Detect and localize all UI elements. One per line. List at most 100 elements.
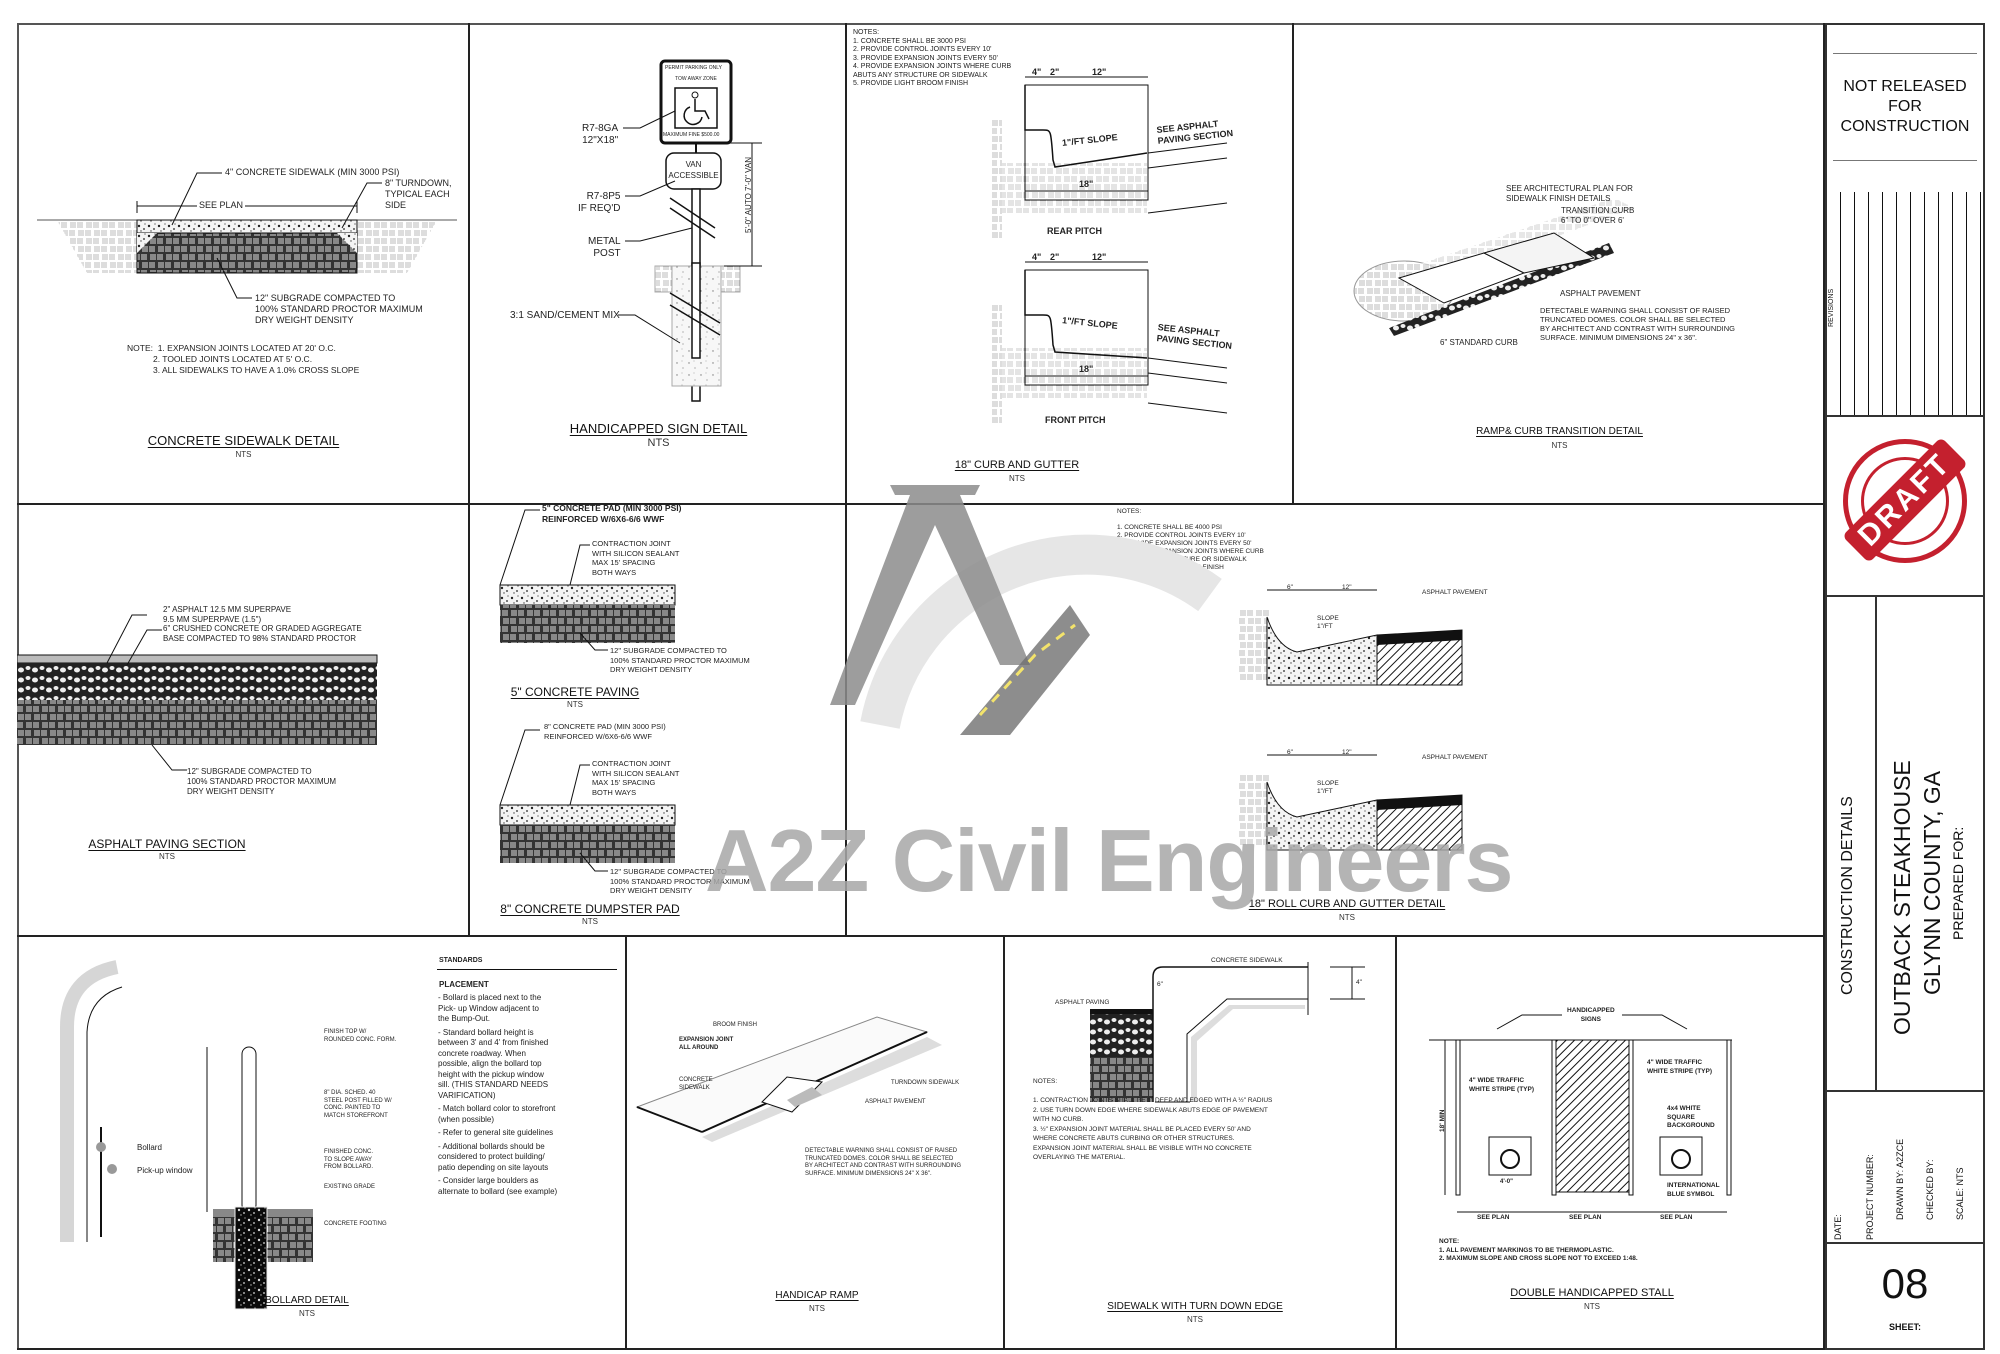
asphalt-section-drawing xyxy=(17,614,378,771)
label-asphalt-pavement: ASPHALT PAVEMENT xyxy=(865,1099,926,1105)
label-see-plan: SEE PLAN xyxy=(1569,1214,1602,1221)
label-subgrade: 12" SUBGRADE COMPACTED TO 100% STANDARD … xyxy=(255,293,423,325)
dim-4in: 4" xyxy=(1356,979,1362,986)
panel-title: HANDICAPPED SIGN DETAIL xyxy=(569,421,748,436)
label-5in-pad: 5" CONCRETE PAD (MIN 3000 PSI) REINFORCE… xyxy=(542,505,682,524)
label-broom-finish: BROOM FINISH xyxy=(713,1022,758,1028)
standard-item: - Additional bollards should be consider… xyxy=(438,1141,549,1172)
panel-concrete-sidewalk-detail: 4" CONCRETE SIDEWALK (MIN 3000 PSI) 8" T… xyxy=(17,23,470,505)
label-concrete-sidewalk: CONCRETE SIDEWALK xyxy=(1211,957,1283,964)
dim-12in: 12" xyxy=(1092,252,1107,262)
roll-curb-drawing xyxy=(1239,589,1463,851)
curb-gutter-drawing xyxy=(992,76,1228,425)
label-contraction-joint: CONTRACTION JOINT WITH SILICON SEALANT M… xyxy=(592,759,680,797)
ramp-transition-drawing xyxy=(1353,198,1634,336)
label-bollard-location: Bollard xyxy=(137,1143,162,1152)
label-plaque-r7-8p5: R7-8P5 IF REQ'D xyxy=(578,191,621,214)
panel-scale: NTS xyxy=(1009,474,1025,483)
label-steel-post: 8" DIA. SCHED. 40 STEEL POST FILLED W/ C… xyxy=(324,1090,392,1119)
panel-scale: NTS xyxy=(582,917,598,926)
standard-item: - Refer to general site guidelines xyxy=(438,1128,554,1137)
label-metal-post: METAL POST xyxy=(588,236,621,259)
panel-scale: NTS xyxy=(235,450,252,459)
dim-12in: 12" xyxy=(1342,584,1352,591)
sign-text-bottom: MAXIMUM FINE $500.00 xyxy=(663,132,720,138)
label-base-layer: 6" CRUSHED CONCRETE OR GRADED AGGREGATE … xyxy=(163,624,362,643)
project-number-field: PROJECT NUMBER: xyxy=(1865,1154,1875,1240)
label-front-pitch: FRONT PITCH xyxy=(1045,415,1106,425)
standard-item: - Match bollard color to storefront (whe… xyxy=(438,1104,556,1124)
label-handicapped-signs: HANDICAPPED SIGNS xyxy=(1567,1007,1615,1023)
label-turndown: 8" TURNDOWN, TYPICAL EACH SIDE xyxy=(385,178,452,210)
panel-scale: NTS xyxy=(159,852,175,861)
turndown-edge-drawing xyxy=(1090,962,1365,1103)
dim-6in: 6" xyxy=(1157,981,1163,988)
prepared-for-label: PREPARED FOR: xyxy=(1950,826,1966,940)
dim-12in: 12" xyxy=(1342,749,1352,756)
label-8in-pad: 8" CONCRETE PAD (MIN 3000 PSI) REINFORCE… xyxy=(544,722,666,741)
panel-title: HANDICAP RAMP xyxy=(775,1290,859,1301)
panel-title: 5" CONCRETE PAVING xyxy=(510,685,640,699)
standards-divider xyxy=(437,969,617,970)
label-sign-r7-8ga: R7-8GA 12"X18" xyxy=(582,123,619,146)
panel-title: RAMP& CURB TRANSITION DETAIL xyxy=(1476,426,1643,437)
panel-scale: NTS xyxy=(647,437,670,449)
dim-18in: 18" xyxy=(1079,179,1094,189)
panel-scale: NTS xyxy=(1551,441,1568,450)
panel-roll-curb-gutter: NOTES: 1. CONCRETE SHALL BE 4000 PSI 2. … xyxy=(847,505,1825,937)
concrete-paving-drawing xyxy=(499,509,676,872)
checked-by-field: CHECKED BY: xyxy=(1925,1159,1935,1220)
label-18ft-min: 18' MIN xyxy=(1439,1109,1446,1133)
revisions-table: REVISIONS xyxy=(1827,192,1983,417)
van-plaque-text: VAN ACCESSIBLE xyxy=(668,160,719,180)
dim-4in: 4" xyxy=(1032,252,1042,262)
standards-list: - Bollard is placed next to the Pick- up… xyxy=(438,993,625,1197)
label-white-square: 4x4 WHITE SQUARE BACKGROUND xyxy=(1667,1105,1715,1129)
label-subgrade: 12" SUBGRADE COMPACTED TO 100% STANDARD … xyxy=(187,767,337,796)
panel-title: SIDEWALK WITH TURN DOWN EDGE xyxy=(1107,1301,1283,1312)
panel-bollard-detail: Bollard Pick-up window FINISH TOP W/ ROU… xyxy=(17,937,627,1350)
label-pickup-window: Pick-up window xyxy=(137,1166,193,1175)
panel-title: CONCRETE SIDEWALK DETAIL xyxy=(147,433,340,448)
panel-scale: NTS xyxy=(809,1304,825,1313)
label-sand-cement: 3:1 SAND/CEMENT MIX xyxy=(510,310,620,321)
label-see-plan: SEE PLAN xyxy=(1477,1214,1510,1221)
sign-post-drawing xyxy=(618,59,762,402)
bollard-drawing xyxy=(60,960,313,1310)
label-transition-curb: TRANSITION CURB 6" TO 0" OVER 6' xyxy=(1561,206,1635,225)
project-location: GLYNN COUNTY, GA xyxy=(1919,770,1945,995)
label-asphalt-pavement: ASPHALT PAVEMENT xyxy=(1422,589,1488,596)
label-concrete-sidewalk: CONCRETE SIDEWALK xyxy=(679,1077,713,1091)
dim-6in: 6" xyxy=(1287,749,1293,756)
label-slope: SLOPE 1"/FT xyxy=(1317,780,1339,795)
label-turndown-sidewalk: TURNDOWN SIDEWALK xyxy=(891,1080,960,1086)
panel-title: 18" ROLL CURB AND GUTTER DETAIL xyxy=(1248,898,1446,910)
draft-stamp: DRAFT xyxy=(1827,415,1983,597)
label-sidewalk: 4" CONCRETE SIDEWALK (MIN 3000 PSI) xyxy=(225,167,400,177)
release-status: NOT RELEASED FOR CONSTRUCTION xyxy=(1827,25,1983,194)
drawn-by-field: DRAWN BY: A2ZCE xyxy=(1895,1138,1905,1220)
dim-4ft: 4'-0" xyxy=(1500,1179,1513,1185)
panel-concrete-paving-and-dumpster: 5" CONCRETE PAD (MIN 3000 PSI) REINFORCE… xyxy=(470,505,847,937)
label-finished-concrete: FINISHED CONC. TO SLOPE AWAY FROM BOLLAR… xyxy=(324,1149,374,1170)
release-status-text: NOT RELEASED FOR CONSTRUCTION xyxy=(1840,78,1970,135)
label-standards: STANDARDS xyxy=(439,957,483,964)
label-subgrade: 12" SUBGRADE COMPACTED TO 100% STANDARD … xyxy=(610,867,750,895)
panel-handicapped-sign-detail: PERMIT PARKING ONLY TOW AWAY ZONE MAXIMU… xyxy=(470,23,847,505)
dim-2in: 2" xyxy=(1050,67,1060,77)
panel-scale: NTS xyxy=(299,1309,315,1318)
label-rear-pitch: REAR PITCH xyxy=(1047,226,1103,236)
label-asphalt-layer: 2" ASPHALT 12.5 MM SUPERPAVE 9.5 MM SUPE… xyxy=(163,605,292,624)
panel-scale: NTS xyxy=(1187,1315,1203,1324)
label-asphalt-pavement: ASPHALT PAVEMENT xyxy=(1560,289,1641,298)
scale-field: SCALE: NTS xyxy=(1955,1167,1965,1220)
panel-asphalt-paving-section: 2" ASPHALT 12.5 MM SUPERPAVE 9.5 MM SUPE… xyxy=(17,505,470,937)
title-block: NOT RELEASED FOR CONSTRUCTION REVISIONS … xyxy=(1825,23,1985,1350)
label-finish-top: FINISH TOP W/ ROUNDED CONC. FORM. xyxy=(324,1029,397,1043)
sheet-number-box: 08 SHEET: xyxy=(1827,1242,1983,1348)
stall-notes: NOTE: 1. ALL PAVEMENT MARKINGS TO BE THE… xyxy=(1439,1238,1638,1262)
label-see-plan: SEE PLAN xyxy=(197,200,246,211)
label-subgrade: 12" SUBGRADE COMPACTED TO 100% STANDARD … xyxy=(610,646,750,674)
panel-title: 18" CURB AND GUTTER xyxy=(954,459,1080,471)
label-detectable-warning: DETECTABLE WARNING SHALL CONSIST OF RAIS… xyxy=(805,1148,962,1177)
